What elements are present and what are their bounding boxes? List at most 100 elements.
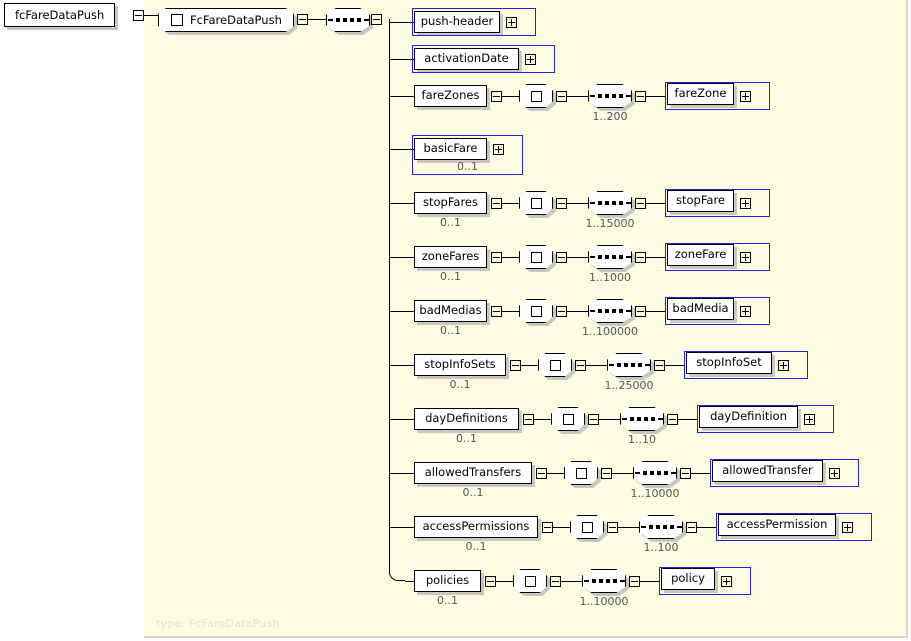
element-box-dayDefinitions[interactable]: dayDefinitions (414, 408, 519, 430)
element-box-allowedTransfer[interactable]: allowedTransfer (712, 460, 823, 482)
sequence-compositor-icon-allowedTransfers[interactable] (633, 461, 677, 485)
occurrence-fareZone: 1..200 (592, 110, 628, 123)
collapse-icon-choice-stopFares[interactable] (556, 198, 567, 209)
collapse-icon-badMedias[interactable] (491, 306, 502, 317)
element-box-badMedia[interactable]: badMedia (667, 298, 734, 320)
collapse-icon-choice-fareZones[interactable] (556, 91, 567, 102)
expand-icon-zoneFare[interactable] (740, 252, 751, 263)
element-box-badMedias[interactable]: badMedias (414, 300, 487, 322)
collapse-icon-sequence-accessPermissions[interactable] (686, 522, 697, 533)
occurrence-stopInfoSet: 1..25000 (604, 379, 654, 392)
element-box-zoneFare[interactable]: zoneFare (667, 244, 734, 266)
expand-icon-allowedTransfer[interactable] (829, 468, 840, 479)
sequence-compositor-icon-stopFares[interactable] (588, 191, 632, 215)
choice-square (530, 251, 542, 263)
collapse-icon-fareZones[interactable] (491, 91, 502, 102)
collapse-icon-allowedTransfers[interactable] (536, 468, 547, 479)
collapse-icon-sequence-allowedTransfers[interactable] (680, 468, 691, 479)
collapse-icon-policies[interactable] (485, 576, 496, 587)
collapse-icon-choice-accessPermissions[interactable] (607, 522, 618, 533)
choice-compositor-icon-allowedTransfers[interactable] (564, 461, 598, 485)
connector-accessPermissions-to-choice (553, 527, 570, 528)
expand-icon-fareZone[interactable] (740, 91, 751, 102)
connector-choice-to-sequence-stopInfoSets (586, 365, 607, 366)
element-box-zoneFares[interactable]: zoneFares (414, 246, 487, 268)
collapse-icon-choice-allowedTransfers[interactable] (601, 468, 612, 479)
sequence-compositor-icon-accessPermissions[interactable] (639, 515, 683, 539)
collapse-icon-choice-dayDefinitions[interactable] (588, 414, 599, 425)
choice-compositor-icon-dayDefinitions[interactable] (551, 407, 585, 431)
element-box-fareZone[interactable]: fareZone (667, 83, 734, 105)
choice-compositor-icon-stopInfoSets[interactable] (538, 353, 572, 377)
collapse-icon-accessPermissions[interactable] (542, 522, 553, 533)
sequence-compositor-icon-stopInfoSets[interactable] (607, 353, 651, 377)
sequence-compositor-icon-fareZones[interactable] (588, 84, 632, 108)
tree-branch-zoneFares (389, 257, 414, 258)
connector-sequence-to-accessPermission (697, 527, 716, 528)
connector-choice-to-sequence-stopFares (567, 203, 588, 204)
element-box-accessPermissions[interactable]: accessPermissions (414, 516, 538, 538)
element-box-push-header[interactable]: push-header (414, 11, 500, 33)
collapse-icon-sequence-fareZones[interactable] (635, 91, 646, 102)
collapse-icon-root-element[interactable] (133, 10, 144, 21)
element-box-allowedTransfers[interactable]: allowedTransfers (414, 462, 532, 484)
expand-icon-activationDate[interactable] (525, 54, 536, 65)
root-type-node[interactable]: FcFareDataPush (158, 8, 294, 32)
element-box-basicFare[interactable]: basicFare (414, 138, 487, 160)
collapse-icon-sequence-zoneFares[interactable] (635, 252, 646, 263)
collapse-icon-stopInfoSets[interactable] (510, 360, 521, 371)
collapse-icon-choice-stopInfoSets[interactable] (575, 360, 586, 371)
element-box-policies[interactable]: policies (414, 570, 481, 592)
choice-compositor-icon-accessPermissions[interactable] (570, 515, 604, 539)
element-box-stopFare[interactable]: stopFare (667, 190, 734, 212)
sequence-compositor-icon-zoneFares[interactable] (588, 245, 632, 269)
choice-compositor-icon-fareZones[interactable] (519, 84, 553, 108)
connector-sequence-to-fareZone (646, 96, 665, 97)
collapse-icon-choice-badMedias[interactable] (556, 306, 567, 317)
element-box-activationDate[interactable]: activationDate (414, 48, 519, 70)
element-box-dayDefinition[interactable]: dayDefinition (699, 406, 798, 428)
expand-icon-stopFare[interactable] (740, 198, 751, 209)
element-box-policy[interactable]: policy (661, 568, 715, 590)
element-box-fareZones[interactable]: fareZones (414, 85, 487, 107)
collapse-icon-choice-policies[interactable] (550, 576, 561, 587)
expand-icon-dayDefinition[interactable] (804, 414, 815, 425)
collapse-icon-choice-zoneFares[interactable] (556, 252, 567, 263)
expand-icon-push-header[interactable] (506, 17, 517, 28)
expand-icon-accessPermission[interactable] (842, 522, 853, 533)
choice-compositor-icon-badMedias[interactable] (519, 299, 553, 323)
expand-icon-basicFare[interactable] (493, 144, 504, 155)
collapse-icon-sequence-badMedias[interactable] (635, 306, 646, 317)
sequence-compositor-icon-dayDefinitions[interactable] (620, 407, 664, 431)
optional-frame-basicFare (412, 135, 523, 175)
connector-sequence-to-stopInfoSet (665, 365, 684, 366)
choice-square (562, 413, 574, 425)
element-box-stopInfoSets[interactable]: stopInfoSets (414, 354, 506, 376)
collapse-icon-sequence-policies[interactable] (629, 576, 640, 587)
expand-icon-badMedia[interactable] (740, 306, 751, 317)
element-box-stopFares[interactable]: stopFares (414, 192, 487, 214)
collapse-icon-sequence-stopFares[interactable] (635, 198, 646, 209)
sequence-compositor-icon-policies[interactable] (582, 569, 626, 593)
choice-compositor-icon-stopFares[interactable] (519, 191, 553, 215)
expand-icon-policy[interactable] (721, 576, 732, 587)
root-element-box[interactable]: fcFareDataPush (4, 3, 116, 27)
optional-frame-stopFare (665, 189, 770, 217)
collapse-icon-sequence-dayDefinitions[interactable] (667, 414, 678, 425)
collapse-icon-dayDefinitions[interactable] (523, 414, 534, 425)
sequence-compositor-icon-root[interactable] (326, 8, 370, 32)
collapse-icon-root-type[interactable] (297, 14, 308, 25)
choice-compositor-icon-policies[interactable] (513, 569, 547, 593)
expand-icon-stopInfoSet[interactable] (778, 360, 789, 371)
choice-compositor-icon-zoneFares[interactable] (519, 245, 553, 269)
collapse-icon-root-sequence[interactable] (371, 14, 382, 25)
sequence-dots (584, 579, 625, 583)
collapse-icon-stopFares[interactable] (491, 198, 502, 209)
optional-frame-stopInfoSet (684, 351, 808, 379)
collapse-icon-zoneFares[interactable] (491, 252, 502, 263)
element-box-accessPermission[interactable]: accessPermission (718, 514, 836, 536)
tree-branch-push-header (389, 22, 414, 23)
collapse-icon-sequence-stopInfoSets[interactable] (654, 360, 665, 371)
element-box-stopInfoSet[interactable]: stopInfoSet (686, 352, 772, 374)
sequence-compositor-icon-badMedias[interactable] (588, 299, 632, 323)
